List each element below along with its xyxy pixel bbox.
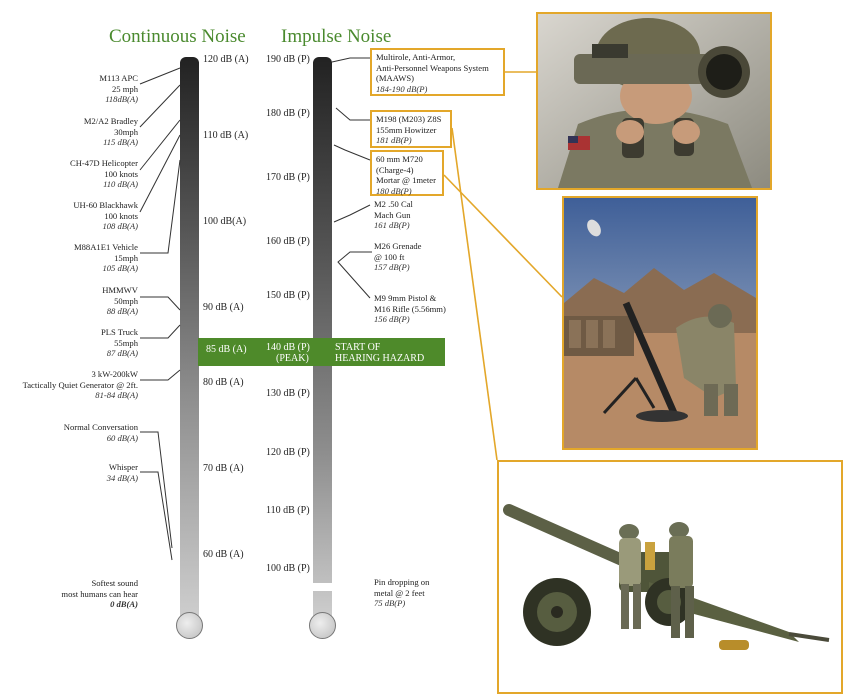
leader-line: [140, 296, 181, 311]
continuous-tick: 70 dB (A): [203, 463, 244, 474]
leader-line: [140, 324, 181, 339]
leader-line: [139, 67, 181, 85]
impulse-tick: 160 dB (P): [266, 236, 310, 247]
impulse-tick: 100 dB (P): [266, 563, 310, 574]
leader-line: [139, 134, 181, 213]
leader-line: [333, 204, 371, 223]
impulse-tick: 150 dB (P): [266, 290, 310, 301]
continuous-tick: 60 dB (A): [203, 549, 244, 560]
leader-line: [140, 431, 173, 549]
mortar-scene-illustration: [564, 198, 756, 448]
hazard-continuous-level: 85 dB (A): [206, 344, 247, 355]
hazard-impulse-level: 140 dB (P): [266, 342, 310, 353]
soldier-aiming-recoilless-rifle: [536, 12, 772, 190]
soldiers-with-howitzer-illustration: [497, 460, 843, 694]
leader-line: [139, 119, 181, 171]
continuous-noise-scale: [180, 57, 199, 623]
impulse-source-label: M9 9mm Pistol &M16 Rifle (5.56mm)156 dB(…: [374, 293, 446, 325]
leader-line: [140, 159, 181, 254]
impulse-tick: 180 dB (P): [266, 108, 310, 119]
soldier-rifle-illustration: [538, 14, 770, 188]
leader-line: [139, 84, 181, 128]
maaws-callout: Multirole, Anti-Armor,Anti-Personnel Wea…: [370, 48, 505, 96]
impulse-scale-bulb: [309, 612, 336, 639]
continuous-tick: 90 dB (A): [203, 302, 244, 313]
continuous-tick: 110 dB (A): [203, 130, 249, 141]
continuous-tick: 80 dB (A): [203, 377, 244, 388]
impulse-tick: 130 dB (P): [266, 388, 310, 399]
hazard-peak-label: (PEAK): [276, 353, 309, 364]
impulse-tick: 190 dB (P): [266, 54, 310, 65]
impulse-tick: 120 dB (P): [266, 447, 310, 458]
leader-line: [140, 471, 173, 561]
hazard-title: HEARING HAZARD: [335, 353, 425, 364]
leader-line: [331, 57, 370, 63]
continuous-noise-title: Continuous Noise: [109, 26, 246, 47]
hazard-start-label: START OF: [335, 342, 381, 353]
impulse-tick: 170 dB (P): [266, 172, 310, 183]
continuous-scale-bulb: [176, 612, 203, 639]
leader-line: [337, 251, 372, 299]
leader-line: [333, 144, 371, 161]
leader-line: [335, 107, 370, 121]
leader-line: [140, 369, 181, 381]
impulse-scale-break: [311, 583, 334, 591]
continuous-tick: 100 dB(A): [203, 216, 247, 227]
impulse-noise-title: Impulse Noise: [281, 26, 392, 47]
impulse-tick: 110 dB (P): [266, 505, 310, 516]
mortar-connector: [443, 174, 563, 298]
hearing-hazard-band: [198, 338, 445, 366]
soldier-loading-mortar-in-desert: [562, 196, 758, 450]
howitzer-connector: [451, 127, 498, 461]
howitzer-illustration: [499, 462, 841, 692]
continuous-tick: 120 dB (A): [203, 54, 249, 65]
